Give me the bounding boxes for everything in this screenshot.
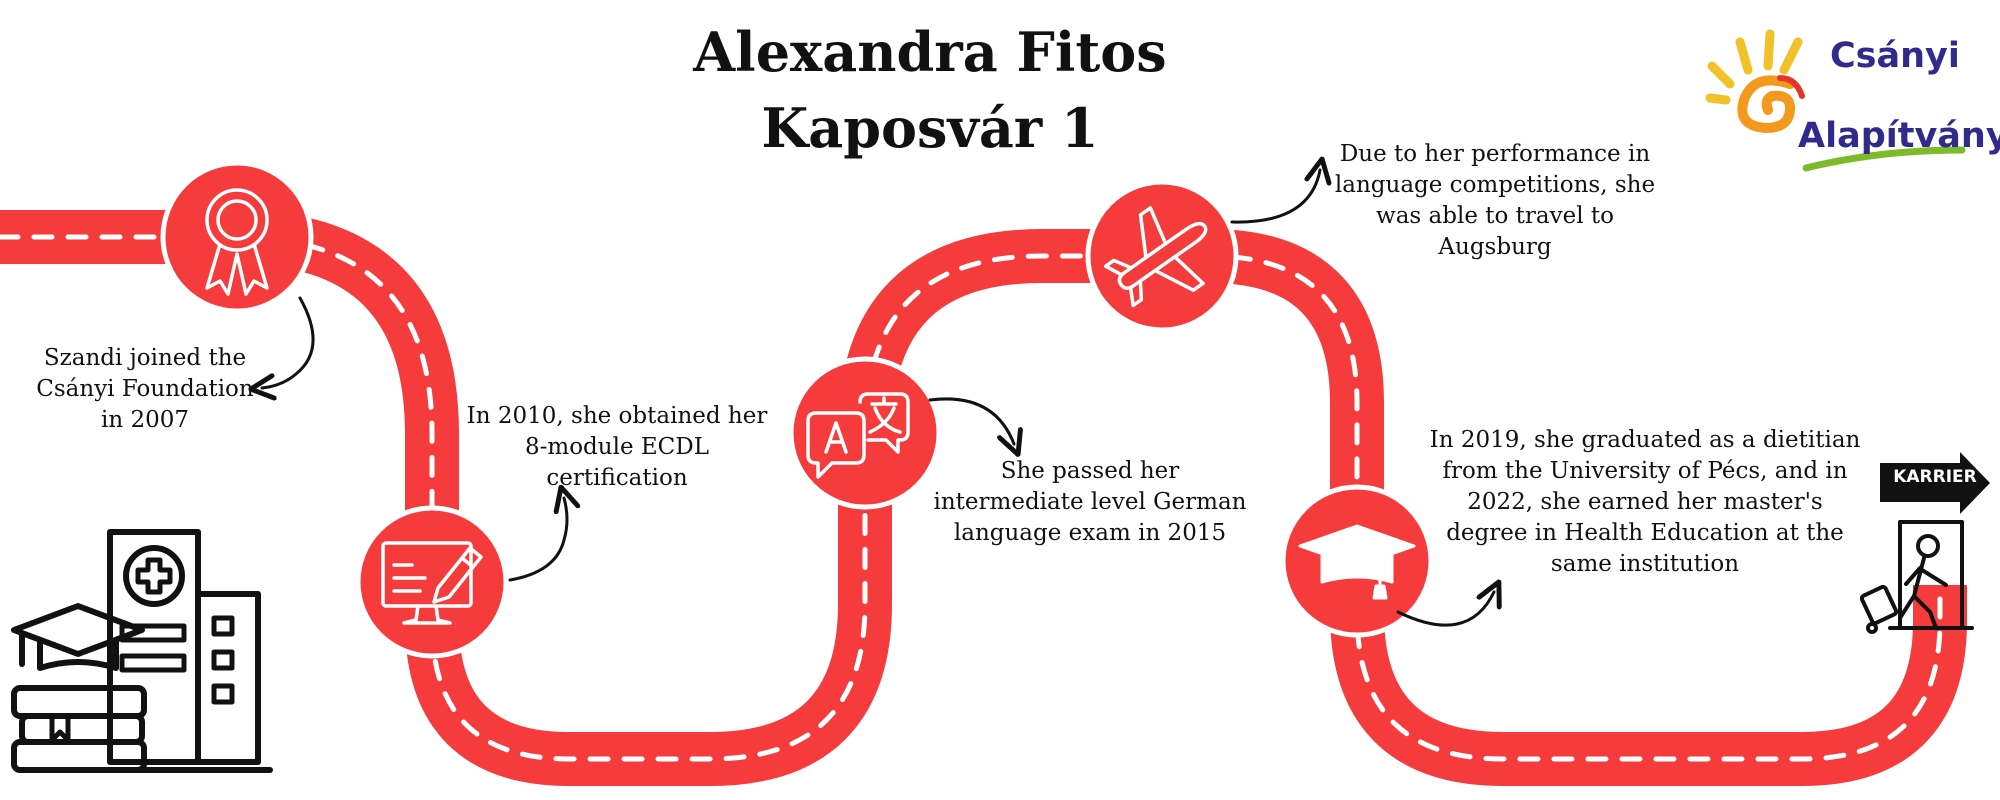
title-line-name: Alexandra Fitos	[693, 20, 1167, 84]
page-title: Alexandra Fitos Kaposvár 1	[580, 14, 1280, 166]
milestone-note-graduation: In 2019, she graduated as a dietitian fr…	[1429, 427, 1861, 577]
milestone-note-augsburg: Due to her performance in language compe…	[1334, 141, 1656, 260]
career-sign	[1880, 452, 1990, 514]
callout-arrows	[262, 170, 1494, 627]
award-ribbon-icon	[205, 188, 269, 296]
hospital-education-icon	[11, 529, 273, 773]
milestone-note-2007: Szandi joined the Csányi Foundation in 2…	[36, 345, 254, 433]
arrow-2015	[928, 397, 1014, 444]
exit-door-icon	[1859, 520, 1974, 634]
computer-pencil-icon	[381, 541, 483, 625]
logo-text-alapitvany: Alapítvány	[1798, 116, 2000, 156]
milestone-note-2015: She passed her intermediate level German…	[933, 458, 1247, 546]
milestone-graduation	[1280, 484, 1434, 638]
milestone-augsburg	[1085, 179, 1239, 333]
translation-icon	[806, 392, 910, 479]
logo-text-csanyi: Csányi	[1830, 36, 1960, 76]
csanyi-logo	[1705, 29, 1966, 172]
title-line-place: Kaposvár 1	[761, 96, 1099, 160]
arrow-2007	[262, 296, 315, 388]
graduation-cap-icon	[1298, 524, 1416, 600]
milestone-2007	[160, 160, 314, 314]
airplane-icon	[1103, 206, 1208, 308]
arrow-2010	[508, 498, 567, 582]
arrow-graduation	[1396, 592, 1494, 627]
career-sign-label: KARRIER	[1893, 467, 1977, 487]
milestone-2010	[355, 505, 509, 659]
milestone-2015	[788, 356, 942, 510]
arrow-augsburg	[1230, 170, 1320, 224]
milestone-note-2010: In 2010, she obtained her 8-module ECDL …	[466, 403, 768, 491]
